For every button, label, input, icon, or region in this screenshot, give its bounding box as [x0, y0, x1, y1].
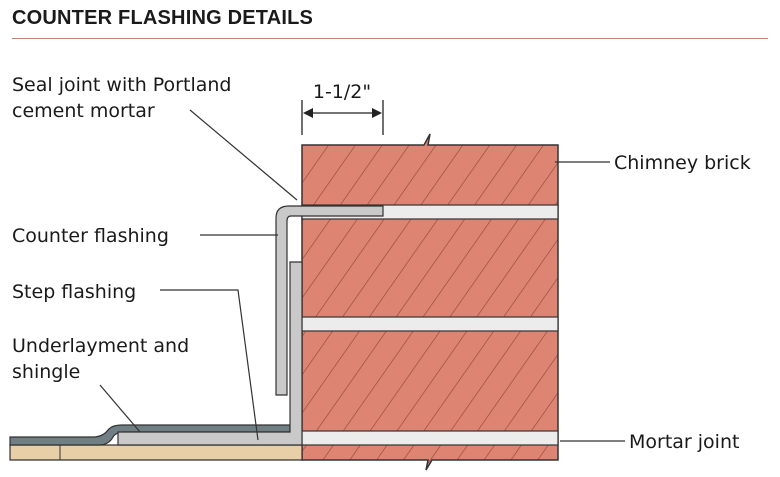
- leader-lines: [99, 109, 625, 442]
- title-rule: [12, 38, 768, 39]
- step-flashing: [117, 261, 303, 446]
- roof-sheathing: [9, 444, 303, 461]
- underlayment-label-line2: shingle: [12, 361, 80, 383]
- mortar-joint-bottom: [301, 430, 559, 446]
- page-title: COUNTER FLASHING DETAILS: [12, 7, 314, 29]
- seal-label-line2: cement mortar: [12, 100, 155, 122]
- step-flashing-label: Step flashing: [12, 281, 136, 303]
- mortar-joint-label: Mortar joint: [629, 431, 739, 453]
- counter-flashing-label: Counter flashing: [12, 225, 169, 247]
- step-flashing-leader: [160, 289, 259, 441]
- chimney-brick-label: Chimney brick: [614, 152, 751, 174]
- counter-flashing: [275, 205, 384, 396]
- dimension-label: 1-1/2": [313, 81, 371, 103]
- underlayment-label-line1: Underlayment and: [12, 335, 189, 357]
- seal-leader: [189, 109, 298, 201]
- mortar-joint-middle: [301, 316, 559, 332]
- underlayment-leader: [99, 384, 141, 433]
- seal-label-line1: Seal joint with Portland: [12, 74, 231, 96]
- chimney-brick-wall: [301, 133, 559, 471]
- dimension-marker: [301, 100, 384, 135]
